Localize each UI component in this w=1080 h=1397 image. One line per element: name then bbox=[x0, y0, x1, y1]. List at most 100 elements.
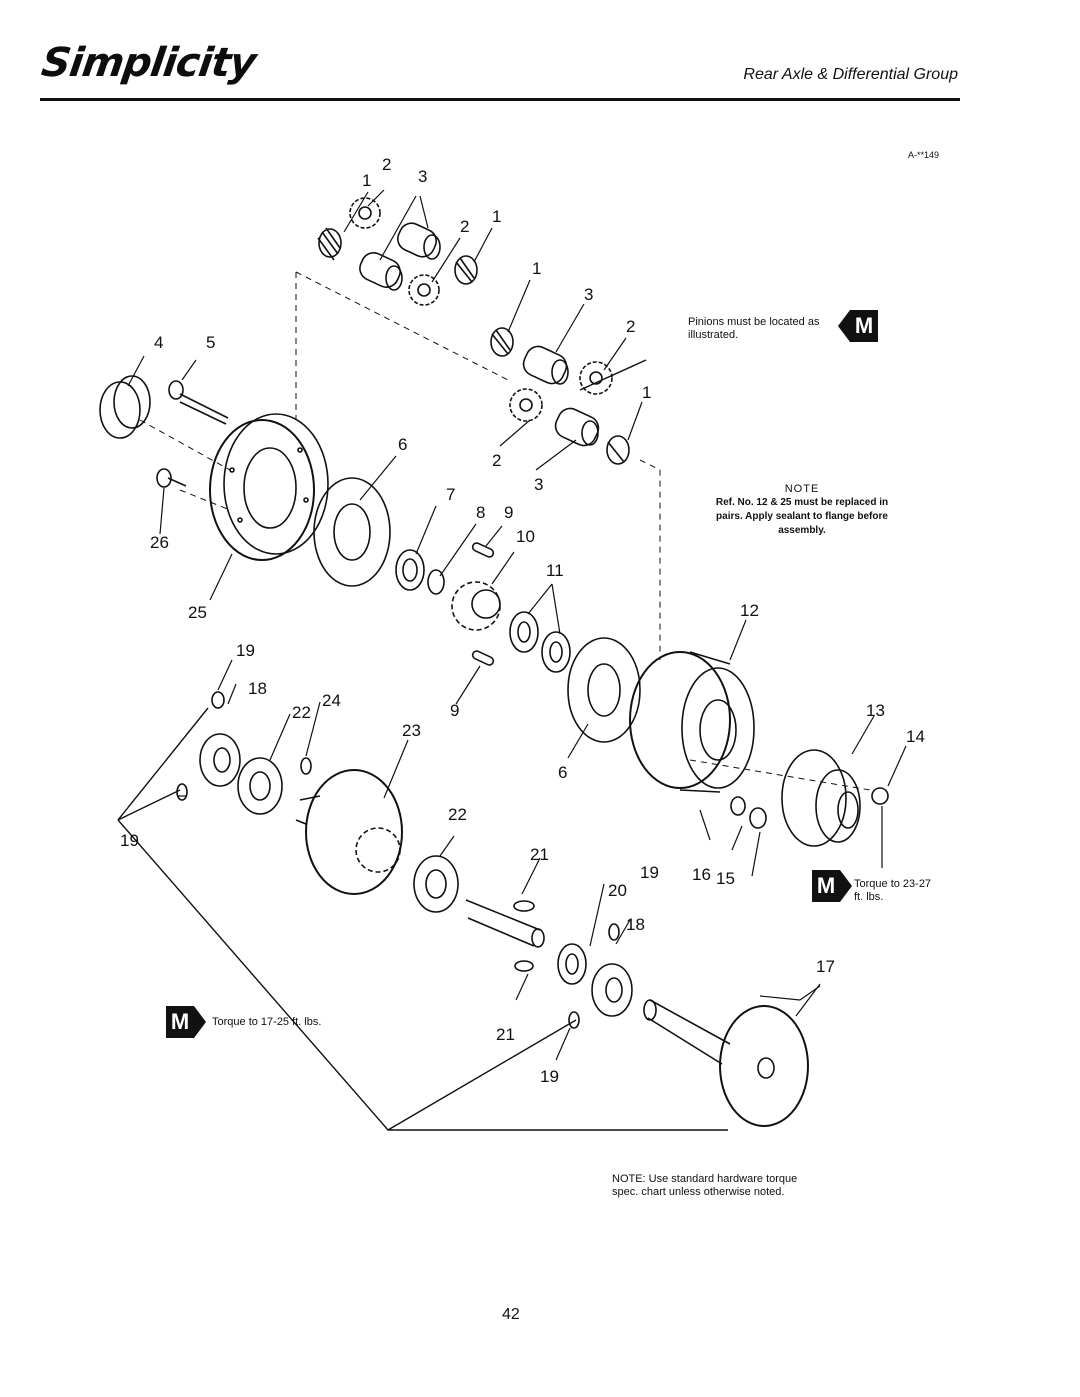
pinion-shaft-spring bbox=[490, 327, 514, 357]
part-number: 1 bbox=[532, 259, 541, 278]
part-number: 2 bbox=[382, 155, 391, 174]
part-number: 12 bbox=[740, 601, 759, 620]
grease-fitting bbox=[300, 757, 312, 775]
part-number: 1 bbox=[492, 207, 501, 226]
note-body: Ref. No. 12 & 25 must be replaced in pai… bbox=[715, 497, 889, 536]
part-number: 8 bbox=[476, 503, 485, 522]
part-number: 6 bbox=[558, 763, 567, 782]
bearing bbox=[237, 757, 283, 815]
pinion-gear bbox=[349, 197, 381, 229]
pinion-shaft-spring bbox=[606, 435, 630, 465]
pinion-sleeve bbox=[397, 222, 441, 260]
pinion-sleeve bbox=[522, 345, 569, 385]
part-number: 9 bbox=[450, 701, 459, 720]
part-number: 19 bbox=[540, 1067, 559, 1086]
woodruff-key bbox=[471, 542, 495, 558]
part-number: 4 bbox=[154, 333, 163, 352]
part-number: 18 bbox=[626, 915, 645, 934]
part-number: 3 bbox=[418, 167, 427, 186]
drive-gear bbox=[451, 581, 501, 631]
carriage-bolt bbox=[168, 380, 229, 425]
bearing-cup bbox=[99, 375, 151, 439]
part-number: 10 bbox=[516, 527, 535, 546]
part-number: 23 bbox=[402, 721, 421, 740]
thrust-washer bbox=[541, 631, 571, 673]
pinion-shaft-spring bbox=[454, 255, 478, 285]
part-number: 15 bbox=[716, 869, 735, 888]
part-number: 3 bbox=[534, 475, 543, 494]
part-number: 14 bbox=[906, 727, 925, 746]
part-number: 3 bbox=[584, 285, 593, 304]
part-number: 21 bbox=[530, 845, 549, 864]
woodruff-key bbox=[471, 650, 495, 666]
part-number: 25 bbox=[188, 603, 207, 622]
thrust-washer bbox=[509, 611, 539, 653]
cross-shaft bbox=[465, 899, 545, 948]
part-number: 26 bbox=[150, 533, 169, 552]
part-number: 1 bbox=[362, 171, 371, 190]
m-torque-icon: M bbox=[166, 1006, 206, 1038]
part-number: 19 bbox=[236, 641, 255, 660]
flange-gasket bbox=[313, 477, 391, 587]
snap-ring bbox=[427, 569, 445, 595]
flange-bolt bbox=[156, 468, 187, 488]
flange-gasket bbox=[567, 637, 641, 743]
page-number: 42 bbox=[502, 1306, 520, 1323]
flat-washer bbox=[557, 943, 587, 985]
part-number: 6 bbox=[398, 435, 407, 454]
set-screw bbox=[608, 923, 620, 941]
part-number: 16 bbox=[692, 865, 711, 884]
differential-housing-left bbox=[209, 413, 329, 561]
set-screw bbox=[568, 1011, 580, 1029]
oil-seal bbox=[395, 549, 425, 591]
differential-carrier bbox=[295, 769, 403, 895]
axle-shaft bbox=[643, 999, 809, 1127]
pinion-sleeve bbox=[359, 252, 403, 291]
part-number: 19 bbox=[120, 831, 139, 850]
note-heading: NOTE bbox=[784, 483, 820, 495]
part-number: 5 bbox=[206, 333, 215, 352]
part-number: 9 bbox=[504, 503, 513, 522]
lock-collar bbox=[591, 963, 633, 1017]
part-number: 22 bbox=[292, 703, 311, 722]
part-number: 11 bbox=[546, 561, 564, 580]
part-number: 18 bbox=[248, 679, 267, 698]
part-number: 7 bbox=[446, 485, 455, 504]
part-number: 24 bbox=[322, 691, 341, 710]
pinion-gear bbox=[509, 388, 543, 422]
hex-nut bbox=[749, 807, 767, 829]
part-number: 13 bbox=[866, 701, 885, 720]
bearing bbox=[413, 855, 459, 913]
pinion-gear bbox=[579, 361, 613, 395]
woodruff-key bbox=[514, 960, 534, 972]
part-number: 1 bbox=[642, 383, 651, 402]
m-torque-icon: M bbox=[838, 310, 878, 342]
part-number: 2 bbox=[492, 451, 501, 470]
torque-hub-note: Torque to 23-27 ft. lbs. bbox=[854, 878, 932, 903]
axle-hub bbox=[781, 749, 861, 847]
set-screw bbox=[211, 691, 225, 709]
pinion-note: Pinions must be located as illustrated. bbox=[688, 316, 820, 341]
lock-washer bbox=[730, 796, 746, 816]
lock-collar bbox=[199, 733, 241, 787]
page-title: Rear Axle & Differential Group bbox=[743, 66, 958, 83]
hardware-note: NOTE: Use standard hardware torque spec.… bbox=[612, 1173, 798, 1198]
m-torque-icon: M bbox=[812, 870, 852, 902]
torque-carrier-note: Torque to 17-25 ft. lbs. bbox=[212, 1016, 322, 1028]
woodruff-key bbox=[513, 900, 535, 912]
part-number: 21 bbox=[496, 1025, 515, 1044]
header-rule bbox=[40, 98, 960, 101]
part-number: 2 bbox=[460, 217, 469, 236]
part-number: 2 bbox=[626, 317, 635, 336]
pinion-sleeve bbox=[554, 407, 600, 447]
housing-note: NOTE Ref. No. 12 & 25 must be replaced i… bbox=[702, 482, 902, 538]
part-number: 17 bbox=[816, 957, 835, 976]
reference-bracket bbox=[117, 359, 728, 1131]
figure-code: A-**149 bbox=[908, 150, 940, 160]
part-number: 19 bbox=[640, 863, 659, 882]
pinion-gear bbox=[408, 274, 440, 306]
set-screw bbox=[176, 783, 188, 801]
hex-nut bbox=[871, 787, 889, 805]
differential-housing-right bbox=[629, 651, 755, 793]
